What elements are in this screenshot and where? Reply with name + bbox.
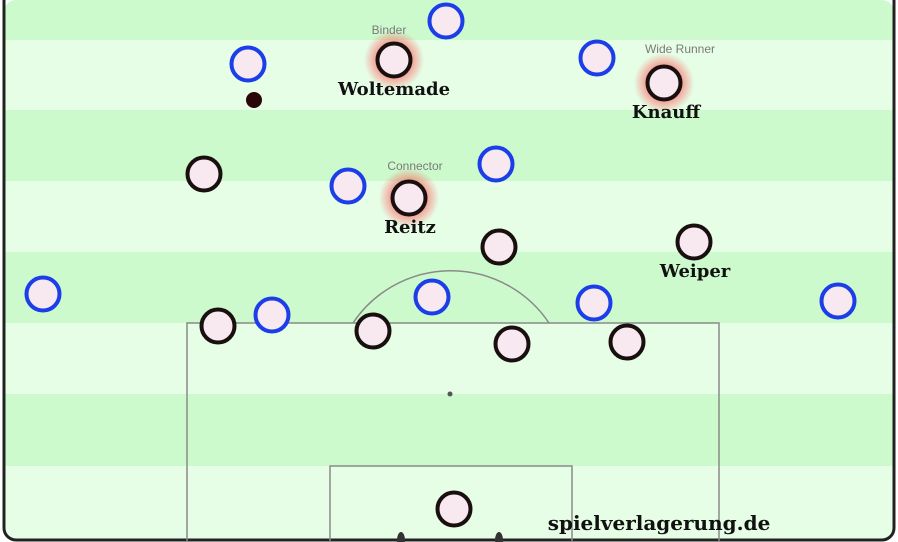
player-name-knauff: Knauff [632, 102, 701, 123]
goal-post-left [397, 532, 405, 542]
dark-player-marker-weiper [675, 223, 713, 261]
dark-player-marker [185, 155, 223, 193]
dark-player-marker [354, 312, 392, 350]
blue-player-marker [413, 278, 451, 316]
role-label-binder: Binder [372, 23, 407, 37]
penalty-box [186, 322, 720, 542]
player-name-weiper: Weiper [659, 261, 731, 282]
blue-player-marker [578, 39, 616, 77]
dark-team [185, 41, 713, 528]
blue-team [24, 2, 857, 334]
blue-player-marker [819, 282, 857, 320]
blue-player-marker [329, 167, 367, 205]
dark-player-marker-goalkeeper [435, 490, 473, 528]
goal-post-right [495, 532, 503, 542]
role-label-connector: Connector [387, 159, 442, 173]
blue-player-marker [575, 284, 613, 322]
blue-player-marker [253, 296, 291, 334]
watermark: spielverlagerung.de [548, 511, 771, 535]
blue-player-marker [477, 145, 515, 183]
dark-player-marker-woltemade [375, 41, 413, 79]
player-name-woltemade: Woltemade [337, 79, 450, 100]
penalty-spot [447, 391, 453, 397]
pitch-markings [186, 269, 720, 542]
blue-player-marker [427, 2, 465, 40]
six-yard-box [329, 465, 573, 542]
dark-player-marker-reitz [390, 179, 428, 217]
ball [246, 92, 262, 108]
player-name-reitz: Reitz [384, 217, 436, 238]
dark-player-marker [480, 228, 518, 266]
blue-player-marker [24, 275, 62, 313]
dark-player-marker [199, 307, 237, 345]
penalty-arc [352, 269, 550, 324]
blue-player-marker [229, 45, 267, 83]
dark-player-marker-knauff [645, 64, 683, 102]
role-label-wide-runner: Wide Runner [645, 42, 715, 56]
dark-player-marker [493, 325, 531, 363]
dark-player-marker [608, 323, 646, 361]
